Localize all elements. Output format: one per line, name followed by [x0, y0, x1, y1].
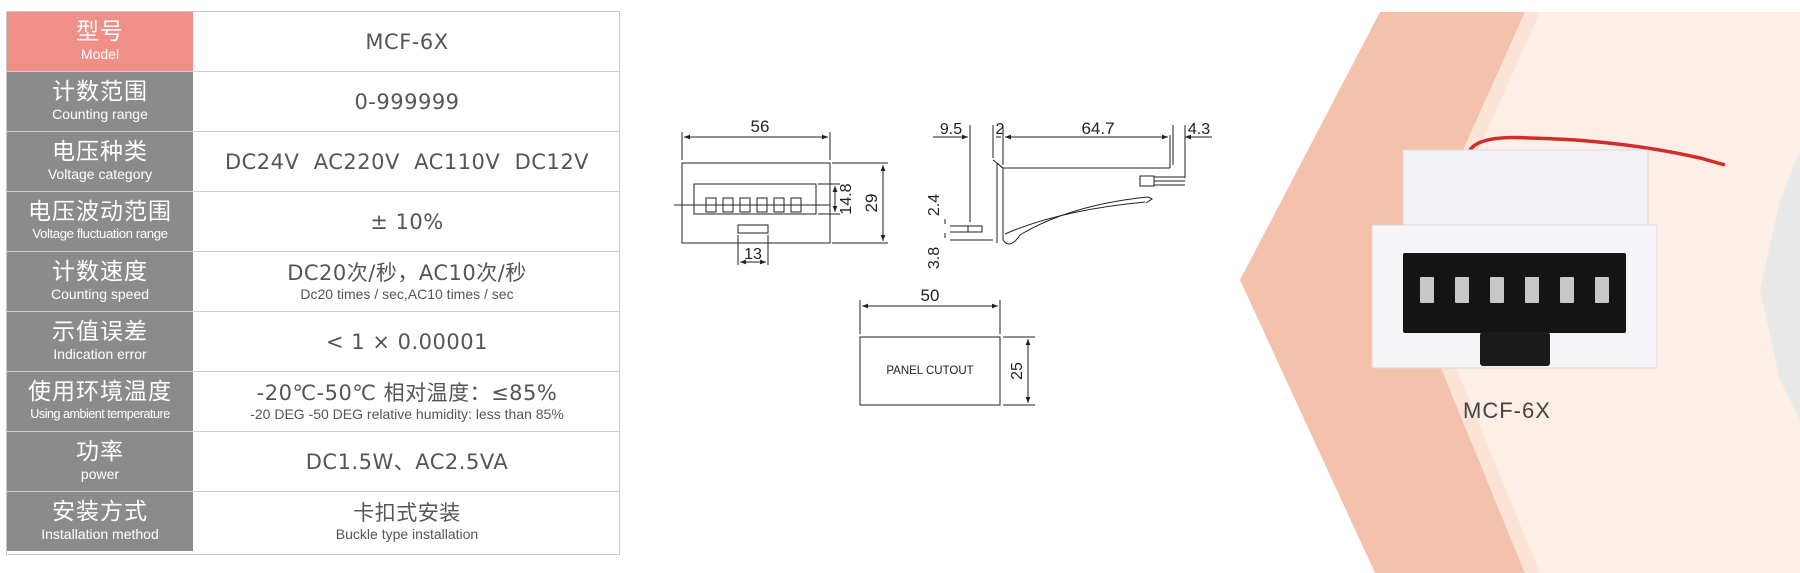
spec-label-en: Installation method [41, 526, 159, 542]
spec-label-zh: 计数范围 [52, 79, 148, 105]
dim-label-3-8: 3.8 [926, 247, 943, 269]
spec-row-indication-error: 示值误差 Indication error < 1 × 0.00001 [7, 312, 619, 372]
spec-label-en: Voltage category [47, 166, 153, 182]
digit-cell [739, 197, 751, 213]
spec-label-en: Using ambient temperature [30, 407, 170, 421]
digit-cell [790, 197, 802, 213]
dim-label-14-8: 14.8 [838, 183, 855, 214]
dimension-drawing: 56 14.8 29 13 9.5 2 64.7 4.3 2.4 3.8 50 … [674, 117, 1212, 406]
spec-label-en: Indication error [53, 346, 147, 362]
spec-value: DC20次/秒，AC10次/秒 Dc20 times / sec,AC10 ti… [195, 252, 619, 311]
chevron-grey [1760, 150, 1800, 420]
product-panel [1240, 12, 1800, 573]
row-divider [7, 251, 619, 252]
spec-value: 卡扣式安装 Buckle type installation [195, 492, 619, 551]
spec-label-zh: 型号 [76, 19, 124, 45]
spec-value-main: -20℃-50℃ 相对温度：≤85% [256, 381, 558, 405]
dim-label-29: 29 [862, 194, 881, 213]
dim-label-64-7: 64.7 [1081, 119, 1114, 138]
spec-label-zh: 功率 [76, 439, 124, 465]
spec-value: -20℃-50℃ 相对温度：≤85% -20 DEG -50 DEG relat… [195, 372, 619, 431]
spec-row-model: 型号 Model MCF-6X [7, 12, 619, 72]
dim-label-2-4: 2.4 [926, 194, 943, 216]
dim-label-25: 25 [1009, 362, 1026, 380]
spec-label: 安装方式 Installation method [7, 492, 193, 551]
spec-label: 示值误差 Indication error [7, 312, 193, 371]
dim-label-50: 50 [921, 286, 940, 305]
spec-label: 电压种类 Voltage category [7, 132, 193, 191]
spec-value-main: ± 10% [370, 209, 444, 234]
spec-row-voltage-category: 电压种类 Voltage category DC24V AC220V AC110… [7, 132, 619, 192]
spec-label-zh: 使用环境温度 [28, 379, 172, 405]
spec-value-main: DC1.5W、AC2.5VA [305, 449, 509, 474]
spec-label-en: power [80, 466, 120, 482]
digit-cell [756, 197, 768, 213]
digit-cell [773, 197, 785, 213]
spec-value-main: 卡扣式安装 [353, 501, 461, 525]
panel-cutout-outline [859, 336, 1001, 406]
row-divider [7, 371, 619, 372]
spec-row-counting-speed: 计数速度 Counting speed DC20次/秒，AC10次/秒 Dc20… [7, 252, 619, 312]
spec-label: 功率 power [7, 432, 193, 491]
spec-value: DC24V AC220V AC110V DC12V [195, 132, 619, 191]
spec-label-en: Voltage fluctuation range [32, 226, 168, 241]
spec-label-zh: 电压波动范围 [28, 199, 172, 225]
counter-window [693, 183, 817, 215]
row-divider [7, 491, 619, 492]
spec-label-zh: 安装方式 [52, 499, 148, 525]
spec-label: 电压波动范围 Voltage fluctuation range [7, 192, 193, 251]
spec-value: DC1.5W、AC2.5VA [195, 432, 619, 491]
spec-row-installation: 安装方式 Installation method 卡扣式安装 Buckle ty… [7, 492, 619, 552]
spec-label-zh: 示值误差 [52, 319, 148, 345]
row-divider [7, 431, 619, 432]
red-wire [1468, 135, 1726, 167]
spec-value-main: 0-999999 [354, 89, 460, 114]
counter-device-image [1371, 149, 1658, 369]
spec-label-en: Model [80, 46, 120, 62]
panel-cutout-label: PANEL CUTOUT [886, 365, 973, 377]
spec-row-power: 功率 power DC1.5W、AC2.5VA [7, 432, 619, 492]
spec-value-sub: -20 DEG -50 DEG relative humidity: less … [250, 406, 564, 422]
dim-label-2: 2 [996, 121, 1005, 138]
spec-label: 计数速度 Counting speed [7, 252, 193, 311]
reset-button [1480, 332, 1550, 366]
spec-value-main: MCF-6X [365, 29, 449, 54]
front-view-outline [681, 162, 831, 244]
spec-value: MCF-6X [195, 12, 619, 71]
reset-button-outline [737, 224, 769, 234]
spec-label: 使用环境温度 Using ambient temperature [7, 372, 193, 431]
spec-row-voltage-fluctuation: 电压波动范围 Voltage fluctuation range ± 10% [7, 192, 619, 252]
dim-label-4-3: 4.3 [1188, 121, 1210, 138]
spec-row-counting-range: 计数范围 Counting range 0-999999 [7, 72, 619, 132]
row-divider [7, 71, 619, 72]
spec-value-sub: Dc20 times / sec,AC10 times / sec [300, 286, 514, 302]
spec-label-zh: 电压种类 [52, 139, 148, 165]
spec-label: 型号 Model [7, 12, 193, 71]
spec-table: 型号 Model MCF-6X 计数范围 Counting range 0-99… [6, 11, 620, 555]
spec-label-en: Counting speed [50, 286, 150, 302]
spec-value: 0-999999 [195, 72, 619, 131]
spec-value: < 1 × 0.00001 [195, 312, 619, 371]
row-divider [7, 131, 619, 132]
mounting-clip-curve [1002, 196, 1149, 245]
spec-value: ± 10% [195, 192, 619, 251]
spec-label-en: Counting range [52, 106, 148, 122]
dim-label-9-5: 9.5 [940, 121, 962, 138]
spec-value-sub: Buckle type installation [335, 526, 479, 542]
digit-cell [705, 197, 717, 213]
product-caption: MCF-6X [1463, 398, 1551, 423]
dim-label-56: 56 [751, 117, 770, 136]
row-divider [7, 191, 619, 192]
spec-label: 计数范围 Counting range [7, 72, 193, 131]
spec-label-zh: 计数速度 [52, 259, 148, 285]
spec-row-ambient-temperature: 使用环境温度 Using ambient temperature -20℃-50… [7, 372, 619, 432]
digit-cell [722, 197, 734, 213]
spec-value-main: DC20次/秒，AC10次/秒 [287, 261, 527, 285]
spec-value-main: DC24V AC220V AC110V DC12V [224, 149, 590, 174]
row-divider [7, 311, 619, 312]
spec-value-main: < 1 × 0.00001 [326, 329, 488, 354]
dim-label-13: 13 [744, 246, 762, 263]
